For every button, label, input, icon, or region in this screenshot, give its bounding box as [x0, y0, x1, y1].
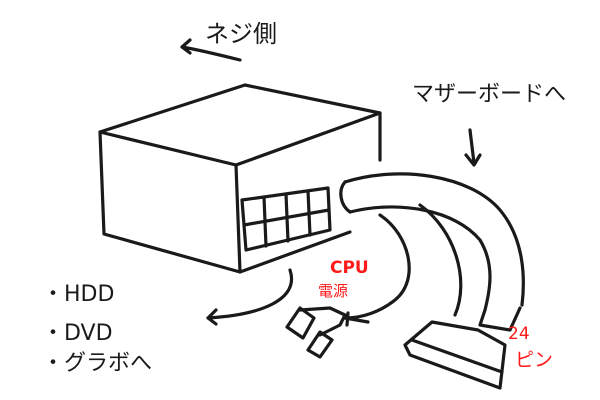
label-24: 24	[508, 324, 530, 344]
atx-24pin-connector	[403, 306, 522, 390]
label-cpu: CPU	[330, 258, 369, 278]
arrow-motherboard	[464, 128, 482, 167]
vent-grille	[240, 186, 332, 252]
label-pin: ピン	[515, 349, 554, 371]
psu-box	[98, 83, 382, 274]
label-dvd: ・DVD	[42, 321, 113, 346]
arrow-screw-side	[180, 38, 242, 62]
label-screw-side: ネジ側	[205, 20, 277, 48]
label-gpu: ・グラボへ	[42, 351, 153, 376]
arrow-devices	[206, 268, 294, 326]
cable-bundle	[339, 172, 525, 320]
cpu-connector	[285, 306, 370, 359]
label-power: 電源	[318, 282, 349, 300]
label-to-motherboard: マザーボードへ	[412, 82, 567, 107]
label-hdd: ・HDD	[42, 282, 115, 307]
